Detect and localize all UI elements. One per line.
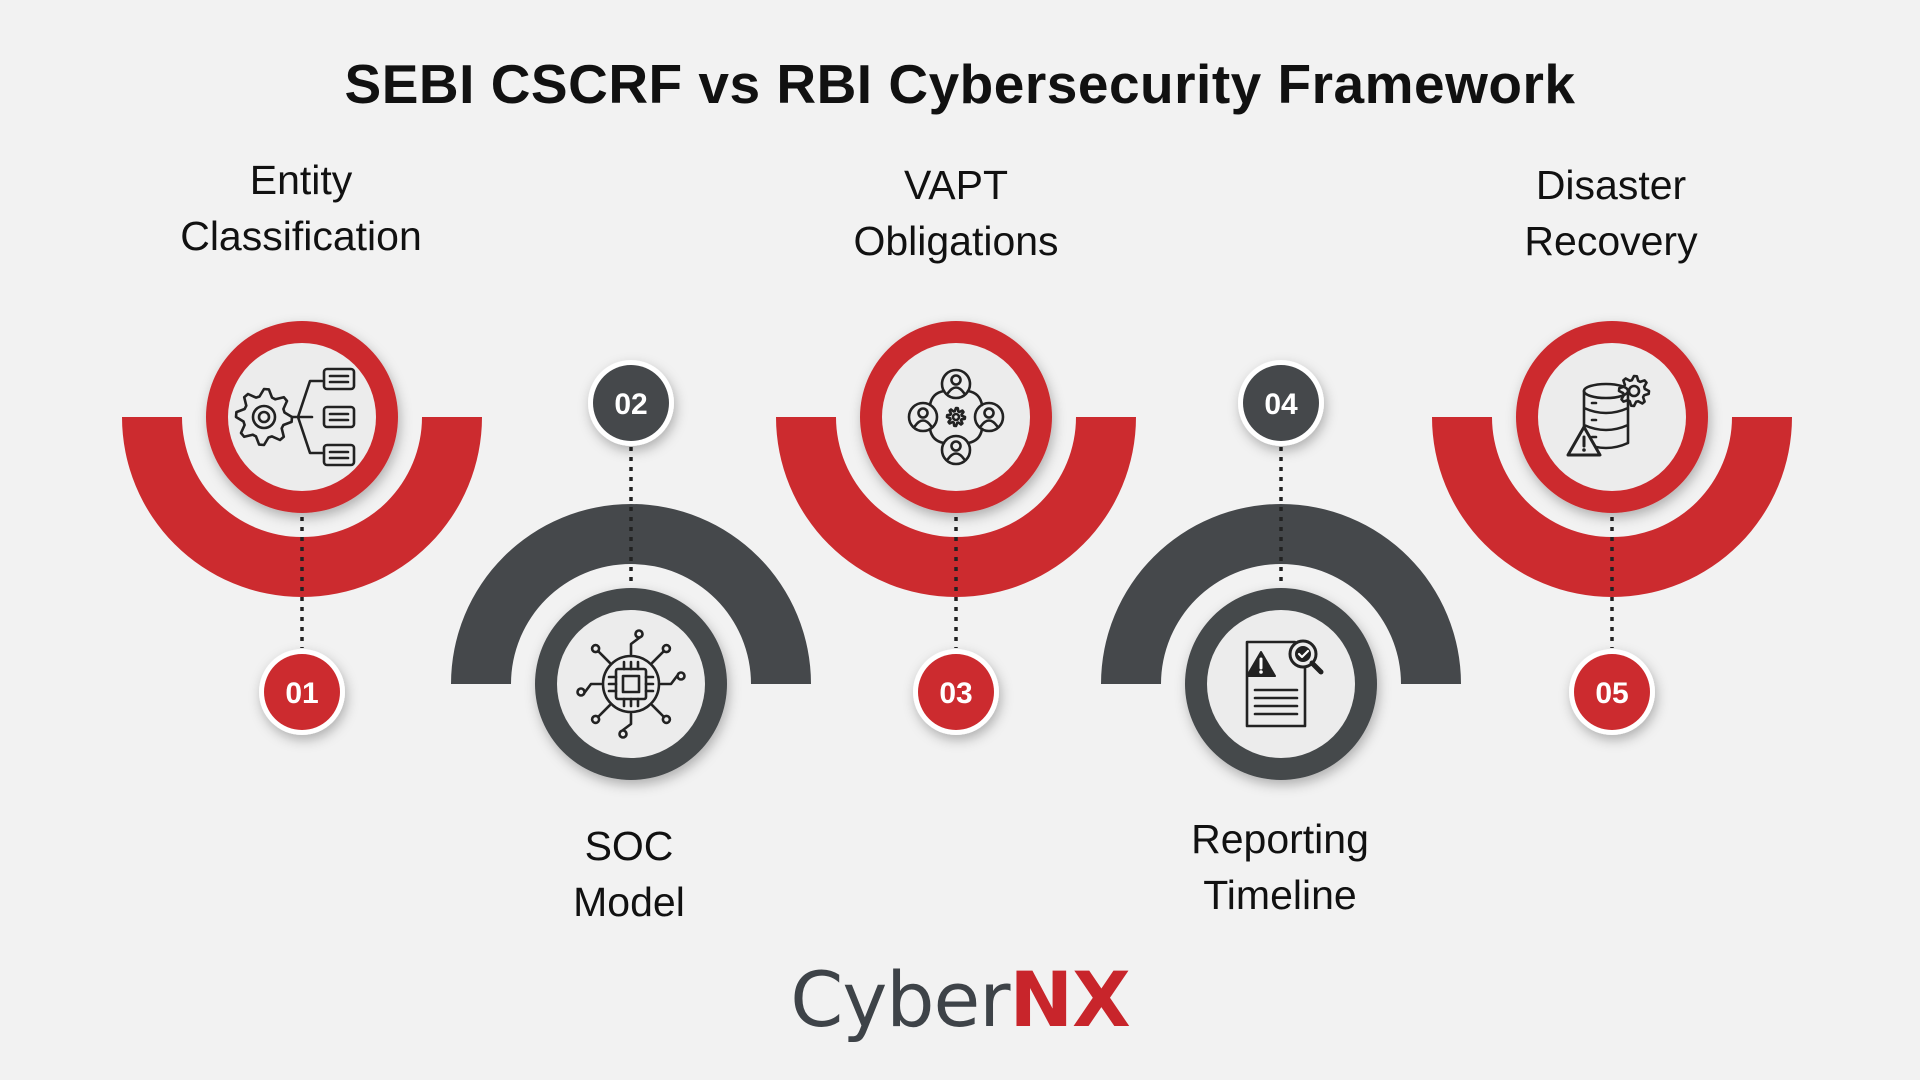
step-4-number: 04	[1264, 388, 1298, 421]
step-3-icon-disc	[882, 343, 1030, 491]
team-network-gear-icon	[907, 368, 1005, 466]
step-5: 05	[1432, 321, 1792, 735]
step-1: 01	[122, 321, 482, 735]
step-2-badge	[593, 365, 669, 441]
step-5-badge	[1574, 654, 1650, 730]
report-warning-search-icon	[1245, 639, 1324, 728]
page-title: SEBI CSCRF vs RBI Cybersecurity Framewor…	[344, 53, 1576, 115]
step-4-badge	[1243, 365, 1319, 441]
step-4: 04	[1101, 360, 1461, 780]
step-3-badge	[918, 654, 994, 730]
step-4-arc	[1101, 504, 1461, 684]
step-3-number: 03	[939, 677, 972, 710]
cybernx-logo: CyberNX	[790, 955, 1131, 1044]
step-3: 03	[776, 321, 1136, 735]
step-2-number: 02	[614, 388, 647, 421]
step-2: 02	[451, 360, 811, 780]
step-5-number: 05	[1595, 677, 1628, 710]
step-1-arc	[122, 417, 482, 597]
step-3-arc	[776, 417, 1136, 597]
step-1-badge	[264, 654, 340, 730]
gear-hierarchy-icon	[234, 367, 356, 467]
step-1-number: 01	[285, 677, 318, 710]
processor-chip-icon	[576, 629, 686, 739]
step-2-icon-disc	[557, 610, 705, 758]
step-2-arc	[451, 504, 811, 684]
step-5-arc	[1432, 417, 1792, 597]
step-5-icon-disc	[1538, 343, 1686, 491]
database-gear-warning-icon	[1566, 374, 1651, 457]
step-4-icon-disc	[1207, 610, 1355, 758]
